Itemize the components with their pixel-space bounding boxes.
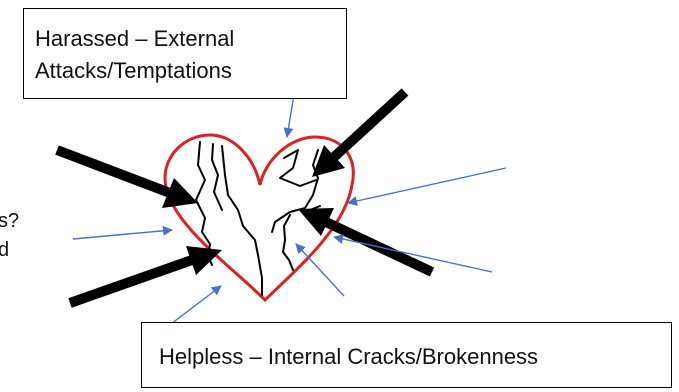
cut-off-left-text-line1: s? (0, 210, 20, 232)
harassed-label-line2: Attacks/Temptations (35, 58, 232, 83)
blue-arrow-icon (333, 234, 493, 273)
blue-arrow-icon (347, 167, 507, 206)
crack-line (279, 149, 317, 187)
crack-line (271, 149, 319, 233)
helpless-label-box: Helpless – Internal Cracks/Brokenness (141, 322, 672, 388)
crack-line (211, 143, 223, 211)
black-arrow-icon (298, 208, 435, 277)
black-arrows (55, 88, 435, 308)
black-arrow-icon (312, 88, 409, 177)
blue-arrow-icon (170, 285, 222, 325)
black-arrow-icon (68, 246, 222, 308)
helpless-label-text: Helpless – Internal Cracks/Brokenness (159, 344, 539, 369)
blue-arrow-icon (295, 243, 345, 297)
crack-line (282, 214, 294, 271)
blue-arrow-icon (72, 225, 173, 240)
crack-line (195, 141, 213, 266)
cut-off-left-text: s? d (0, 207, 19, 265)
crack-line (221, 145, 263, 296)
harassed-label-line1: Harassed – External (35, 26, 235, 51)
cut-off-left-text-line2: d (0, 239, 10, 261)
black-arrow-icon (55, 145, 198, 208)
harassed-label-box: Harassed – External Attacks/Temptations (23, 8, 347, 99)
blue-arrows (72, 39, 507, 325)
